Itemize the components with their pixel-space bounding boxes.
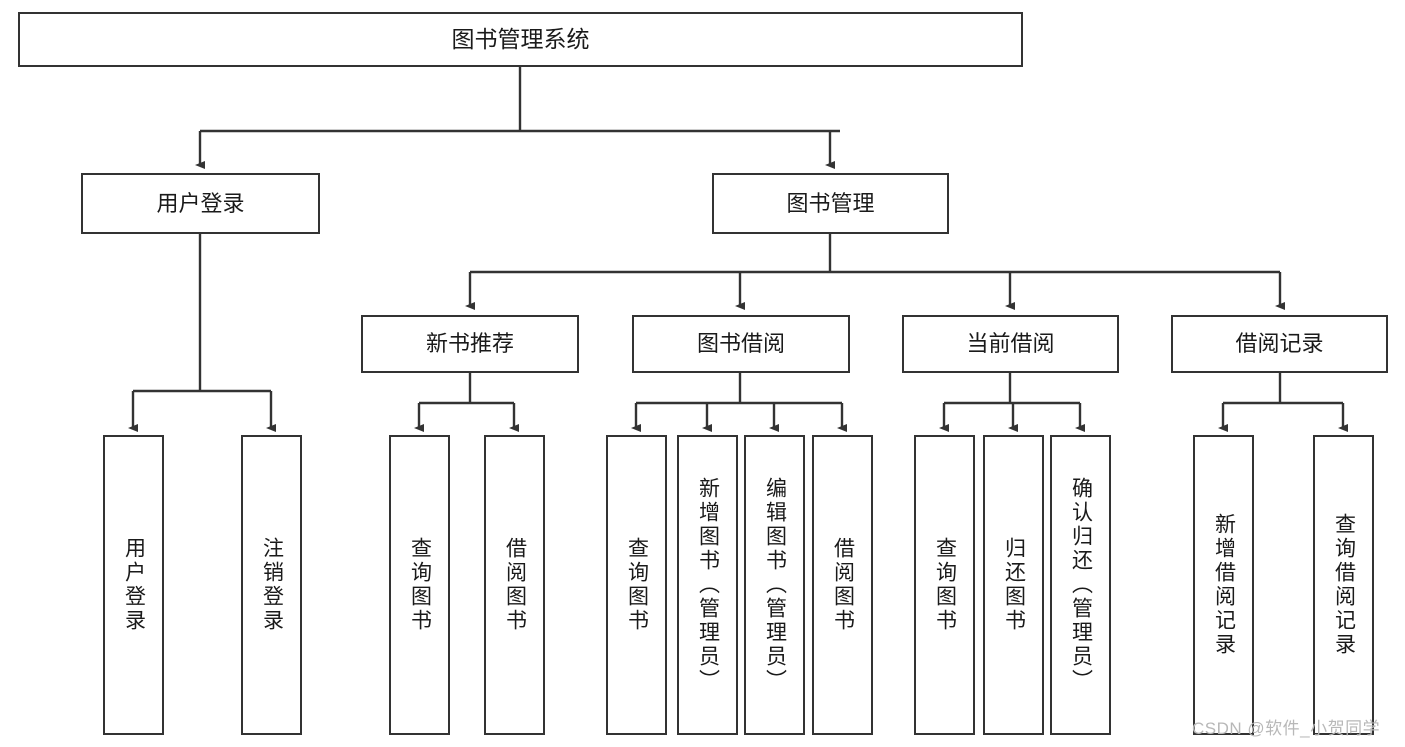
leaf-current-borrow-query[interactable]: 查询图书 (914, 435, 975, 735)
leaf-new-book-borrow[interactable]: 借阅图书 (484, 435, 545, 735)
leaf-borrow-record-add[interactable]: 新增借阅记录 (1193, 435, 1254, 735)
leaf-borrow-record-query[interactable]: 查询借阅记录 (1313, 435, 1374, 735)
leaf-current-borrow-return[interactable]: 归还图书 (983, 435, 1044, 735)
node-user-login-label: 用户登录 (156, 190, 245, 216)
leaf-book-borrow-query-label: 查询图书 (625, 537, 649, 633)
leaf-book-borrow-edit-label: 编辑图书（管理员） (763, 477, 787, 693)
leaf-new-book-borrow-label: 借阅图书 (503, 537, 527, 633)
leaf-book-borrow-lend-label: 借阅图书 (831, 537, 855, 633)
leaf-borrow-record-add-label: 新增借阅记录 (1212, 513, 1236, 657)
leaf-book-borrow-edit[interactable]: 编辑图书（管理员） (744, 435, 805, 735)
node-book-management[interactable]: 图书管理 (712, 173, 949, 234)
node-root-label: 图书管理系统 (451, 26, 590, 53)
node-book-borrow-label: 图书借阅 (696, 331, 785, 357)
node-borrow-record-label: 借阅记录 (1235, 331, 1324, 357)
leaf-new-book-query-label: 查询图书 (408, 537, 432, 633)
node-root[interactable]: 图书管理系统 (18, 12, 1023, 67)
node-user-login[interactable]: 用户登录 (81, 173, 320, 234)
leaf-book-borrow-add-label: 新增图书（管理员） (696, 477, 720, 693)
leaf-book-borrow-lend[interactable]: 借阅图书 (812, 435, 873, 735)
node-book-borrow[interactable]: 图书借阅 (632, 315, 850, 373)
leaf-book-borrow-add[interactable]: 新增图书（管理员） (677, 435, 738, 735)
leaf-user-login-signout[interactable]: 注销登录 (241, 435, 302, 735)
leaf-borrow-record-query-label: 查询借阅记录 (1332, 513, 1356, 657)
leaf-current-borrow-query-label: 查询图书 (933, 537, 957, 633)
leaf-new-book-query[interactable]: 查询图书 (389, 435, 450, 735)
node-current-borrow-label: 当前借阅 (966, 331, 1055, 357)
leaf-user-login-signin-label: 用户登录 (122, 537, 146, 633)
watermark: CSDN @软件_小贺同学 (1192, 719, 1381, 738)
leaf-book-borrow-query[interactable]: 查询图书 (606, 435, 667, 735)
node-borrow-record[interactable]: 借阅记录 (1171, 315, 1388, 373)
leaf-current-borrow-return-label: 归还图书 (1002, 537, 1026, 633)
leaf-user-login-signin[interactable]: 用户登录 (103, 435, 164, 735)
leaf-current-borrow-confirm-return[interactable]: 确认归还（管理员） (1050, 435, 1111, 735)
node-new-book-recommend[interactable]: 新书推荐 (361, 315, 579, 373)
node-new-book-recommend-label: 新书推荐 (425, 331, 514, 357)
node-current-borrow[interactable]: 当前借阅 (902, 315, 1119, 373)
node-book-management-label: 图书管理 (786, 190, 875, 216)
leaf-user-login-signout-label: 注销登录 (260, 537, 284, 633)
leaf-current-borrow-confirm-return-label: 确认归还（管理员） (1069, 477, 1093, 693)
